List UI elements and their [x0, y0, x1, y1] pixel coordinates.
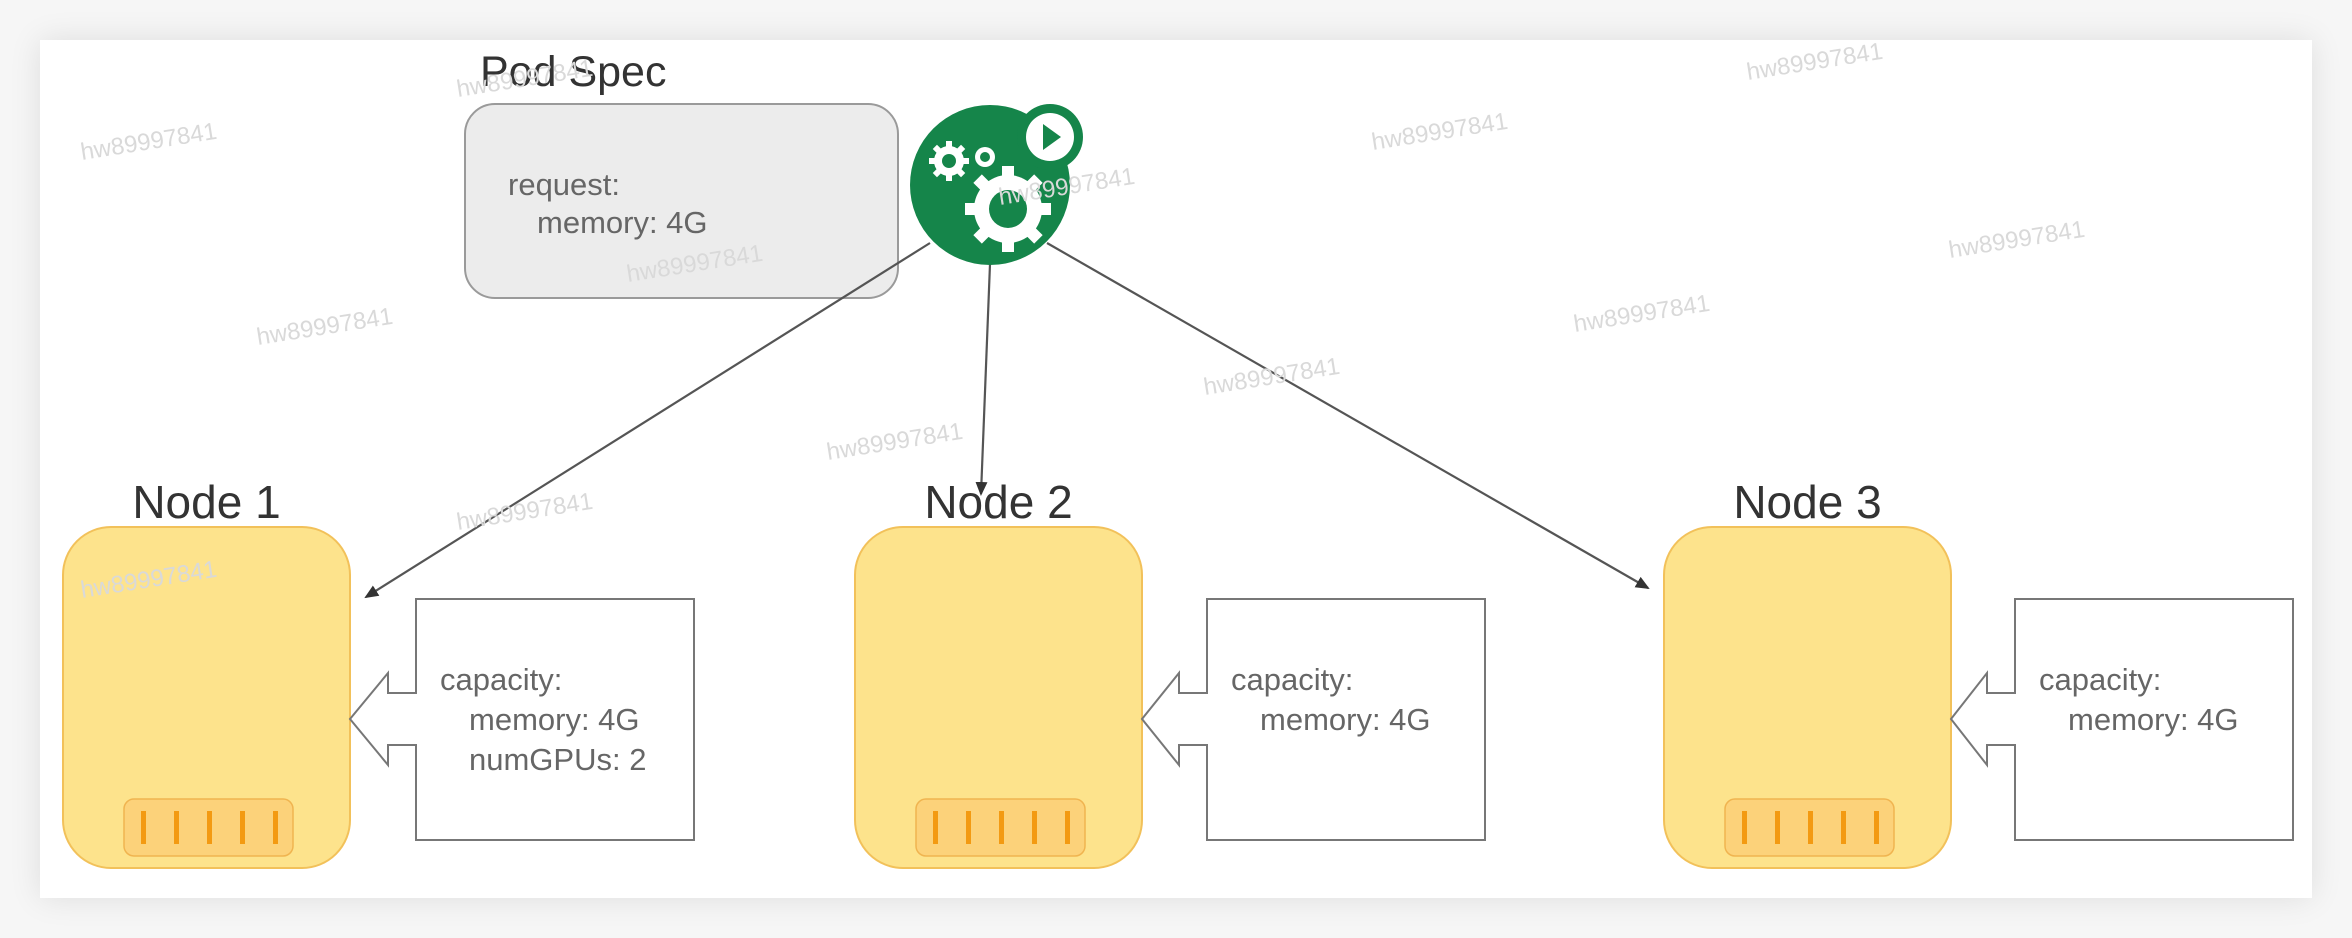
- capacity-heading: capacity:: [1231, 662, 1353, 697]
- watermark-text: hw89997841: [825, 418, 965, 466]
- large-gear-icon: [965, 166, 1051, 252]
- capacity-heading: capacity:: [440, 662, 562, 697]
- port-pin: [1742, 811, 1747, 844]
- watermark-text: hw89997841: [1202, 353, 1342, 401]
- capacity-heading: capacity:: [2039, 662, 2161, 697]
- node-box: [854, 526, 1143, 869]
- node-label: Node 3: [1733, 476, 1881, 528]
- pod-spec-line-request: request:: [508, 167, 620, 202]
- watermark-text: hw89997841: [255, 303, 395, 351]
- port-pin: [1841, 811, 1846, 844]
- port-pin: [141, 811, 146, 844]
- watermark-text: hw89997841: [455, 488, 595, 536]
- small-gear-icon: [929, 141, 969, 181]
- port-pin: [1808, 811, 1813, 844]
- capacity-value: numGPUs: 2: [469, 742, 646, 777]
- capacity-value: memory: 4G: [1260, 702, 1431, 737]
- port-pin: [933, 811, 938, 844]
- node-box: [62, 526, 351, 869]
- port-pin: [240, 811, 245, 844]
- watermark-text: hw89997841: [79, 118, 219, 166]
- port-pin: [1032, 811, 1037, 844]
- edge-to-node-3: [1046, 242, 1650, 589]
- capacity-value: memory: 4G: [469, 702, 640, 737]
- node-2: Node 2 capacity: memory: 4G: [854, 476, 1486, 869]
- port-pin: [1065, 811, 1070, 844]
- watermark-text: hw89997841: [1370, 108, 1510, 156]
- node-3: Node 3 capacity: memory: 4G: [1663, 476, 2294, 869]
- watermark-text: hw89997841: [1572, 290, 1712, 338]
- pod-spec-line-memory: memory: 4G: [537, 205, 708, 240]
- watermark-text: hw89997841: [1947, 216, 2087, 264]
- edge-to-node-1: [364, 242, 931, 599]
- capacity-callout: [1949, 598, 2294, 841]
- scheduler-gears-icon: [910, 104, 1083, 265]
- tiny-gear-icon: [975, 147, 995, 167]
- port-pin: [174, 811, 179, 844]
- watermark-text: hw89997841: [1745, 38, 1885, 86]
- port-pin: [1874, 811, 1879, 844]
- node-1: Node 1 capacity: memory: 4G numGPUs: 2: [62, 476, 695, 869]
- port-pin: [999, 811, 1004, 844]
- node-label: Node 1: [132, 476, 280, 528]
- port-pin: [966, 811, 971, 844]
- port-pin: [207, 811, 212, 844]
- edge-to-node-2: [975, 263, 992, 496]
- capacity-callout: [348, 598, 695, 841]
- capacity-value: memory: 4G: [2068, 702, 2239, 737]
- pod-spec-box: [464, 103, 899, 299]
- pod-spec: Pod Spec request: memory: 4G: [464, 48, 899, 299]
- capacity-callout: [1140, 598, 1486, 841]
- edges: [364, 242, 1650, 599]
- port-pin: [273, 811, 278, 844]
- play-icon: [1043, 124, 1061, 150]
- port-pin: [1775, 811, 1780, 844]
- node-label: Node 2: [924, 476, 1072, 528]
- pod-spec-title: Pod Spec: [480, 48, 666, 96]
- node-box: [1663, 526, 1952, 869]
